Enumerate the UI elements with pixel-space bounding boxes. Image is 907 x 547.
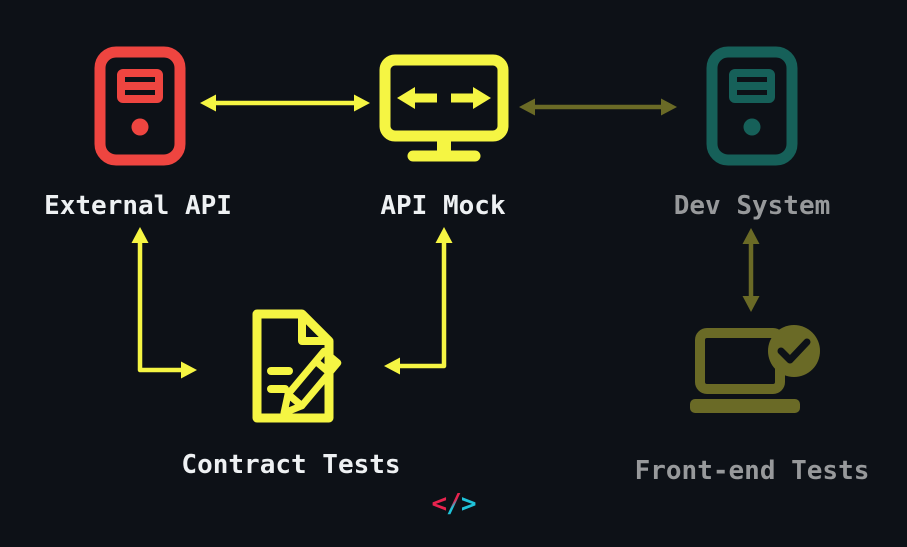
document-pencil-icon xyxy=(252,309,342,423)
external-api-label: External API xyxy=(44,191,232,221)
server-icon xyxy=(706,46,798,166)
logo-open-bracket: < xyxy=(431,489,448,519)
arrow-dev-system-front-end-tests xyxy=(742,228,760,312)
arrow-api-mock-dev-system xyxy=(519,98,677,116)
front-end-tests-label: Front-end Tests xyxy=(634,456,870,486)
monitor-sync-arrows-icon xyxy=(379,54,509,162)
logo-slash: / xyxy=(446,489,462,519)
arrow-contract-tests-external-api xyxy=(131,227,197,379)
arrow-contract-tests-api-mock xyxy=(384,227,453,375)
dev-system-label: Dev System xyxy=(673,191,831,221)
laptop-check-icon xyxy=(690,325,820,413)
arrow-external-api-api-mock xyxy=(200,94,370,112)
server-icon xyxy=(94,46,186,166)
api-mock-label: API Mock xyxy=(380,191,506,221)
code-brackets-logo: </> xyxy=(0,489,907,519)
logo-close-bracket: > xyxy=(460,489,477,519)
contract-tests-label: Contract Tests xyxy=(181,450,401,480)
